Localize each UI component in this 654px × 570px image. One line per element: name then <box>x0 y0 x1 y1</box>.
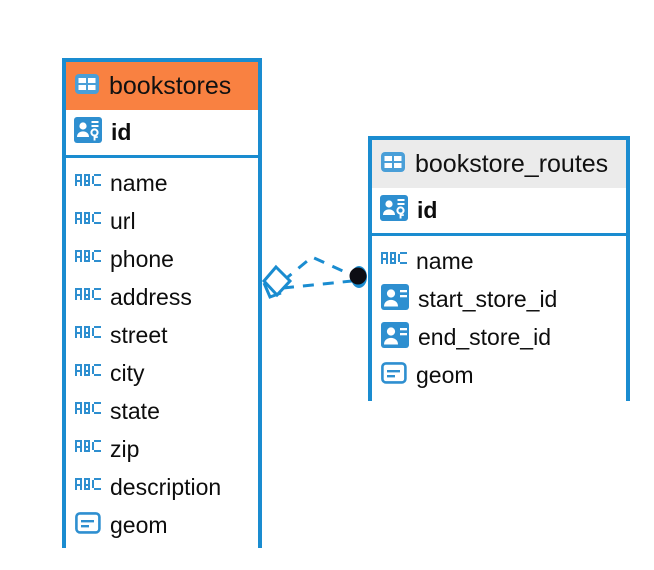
foreign-key-icon <box>381 283 409 315</box>
field-label: geom <box>416 361 474 388</box>
field-row[interactable]: phone <box>66 240 258 278</box>
field-row[interactable]: state <box>66 392 258 430</box>
text-type-icon <box>75 477 101 497</box>
text-type-icon <box>75 211 101 231</box>
field-row[interactable]: url <box>66 202 258 240</box>
table-icon <box>74 73 100 100</box>
field-row[interactable]: start_store_id <box>372 280 626 318</box>
field-label: zip <box>110 435 140 462</box>
filled-circle-marker <box>349 266 367 288</box>
field-label: description <box>110 473 222 500</box>
text-type-icon <box>75 401 101 421</box>
entity-header-bookstores[interactable]: bookstores <box>66 62 258 110</box>
text-type-icon <box>75 325 101 345</box>
field-list-bookstore-routes: name start_store_id <box>372 236 626 401</box>
geometry-type-icon <box>381 360 407 391</box>
geometry-type-icon <box>75 510 101 541</box>
field-label: end_store_id <box>418 323 551 350</box>
primary-key-icon <box>380 194 408 227</box>
field-label: address <box>110 283 192 310</box>
field-label: state <box>110 397 160 424</box>
field-row[interactable]: geom <box>66 506 258 544</box>
entity-title: bookstores <box>109 71 232 100</box>
entity-title: bookstore_routes <box>415 149 609 178</box>
field-list-bookstores: name u <box>66 158 258 551</box>
field-row[interactable]: name <box>66 164 258 202</box>
field-row[interactable]: address <box>66 278 258 316</box>
field-row[interactable]: city <box>66 354 258 392</box>
primary-key-row[interactable]: id <box>372 188 626 236</box>
entity-header-bookstore-routes[interactable]: bookstore_routes <box>372 140 626 188</box>
diamond-outline-marker <box>261 264 293 299</box>
entity-bookstore-routes[interactable]: bookstore_routes id <box>368 136 630 401</box>
field-label: start_store_id <box>418 285 558 312</box>
primary-key-icon <box>74 116 102 149</box>
field-row[interactable]: street <box>66 316 258 354</box>
primary-key-row[interactable]: id <box>66 110 258 158</box>
text-type-icon <box>75 439 101 459</box>
entity-bookstores[interactable]: bookstores id <box>62 58 262 551</box>
field-row[interactable]: geom <box>372 356 626 394</box>
field-label: id <box>111 119 132 145</box>
table-icon <box>380 151 406 178</box>
relationship-line-lower <box>282 279 353 290</box>
field-row[interactable]: end_store_id <box>372 318 626 356</box>
field-label: name <box>110 169 168 196</box>
text-type-icon <box>75 249 101 269</box>
text-type-icon <box>75 287 101 307</box>
text-type-icon <box>75 173 101 193</box>
field-row[interactable]: description <box>66 468 258 506</box>
foreign-key-icon <box>381 321 409 353</box>
field-row[interactable]: zip <box>66 430 258 468</box>
field-label: url <box>110 207 136 234</box>
field-label: street <box>110 321 168 348</box>
field-label: id <box>417 197 438 223</box>
field-label: city <box>110 359 145 386</box>
field-label: phone <box>110 245 174 272</box>
text-type-icon <box>75 363 101 383</box>
field-label: name <box>416 247 474 274</box>
field-row[interactable]: name <box>372 242 626 280</box>
text-type-icon <box>381 251 407 271</box>
field-label: geom <box>110 511 168 538</box>
relationship-line-upper <box>282 255 357 283</box>
